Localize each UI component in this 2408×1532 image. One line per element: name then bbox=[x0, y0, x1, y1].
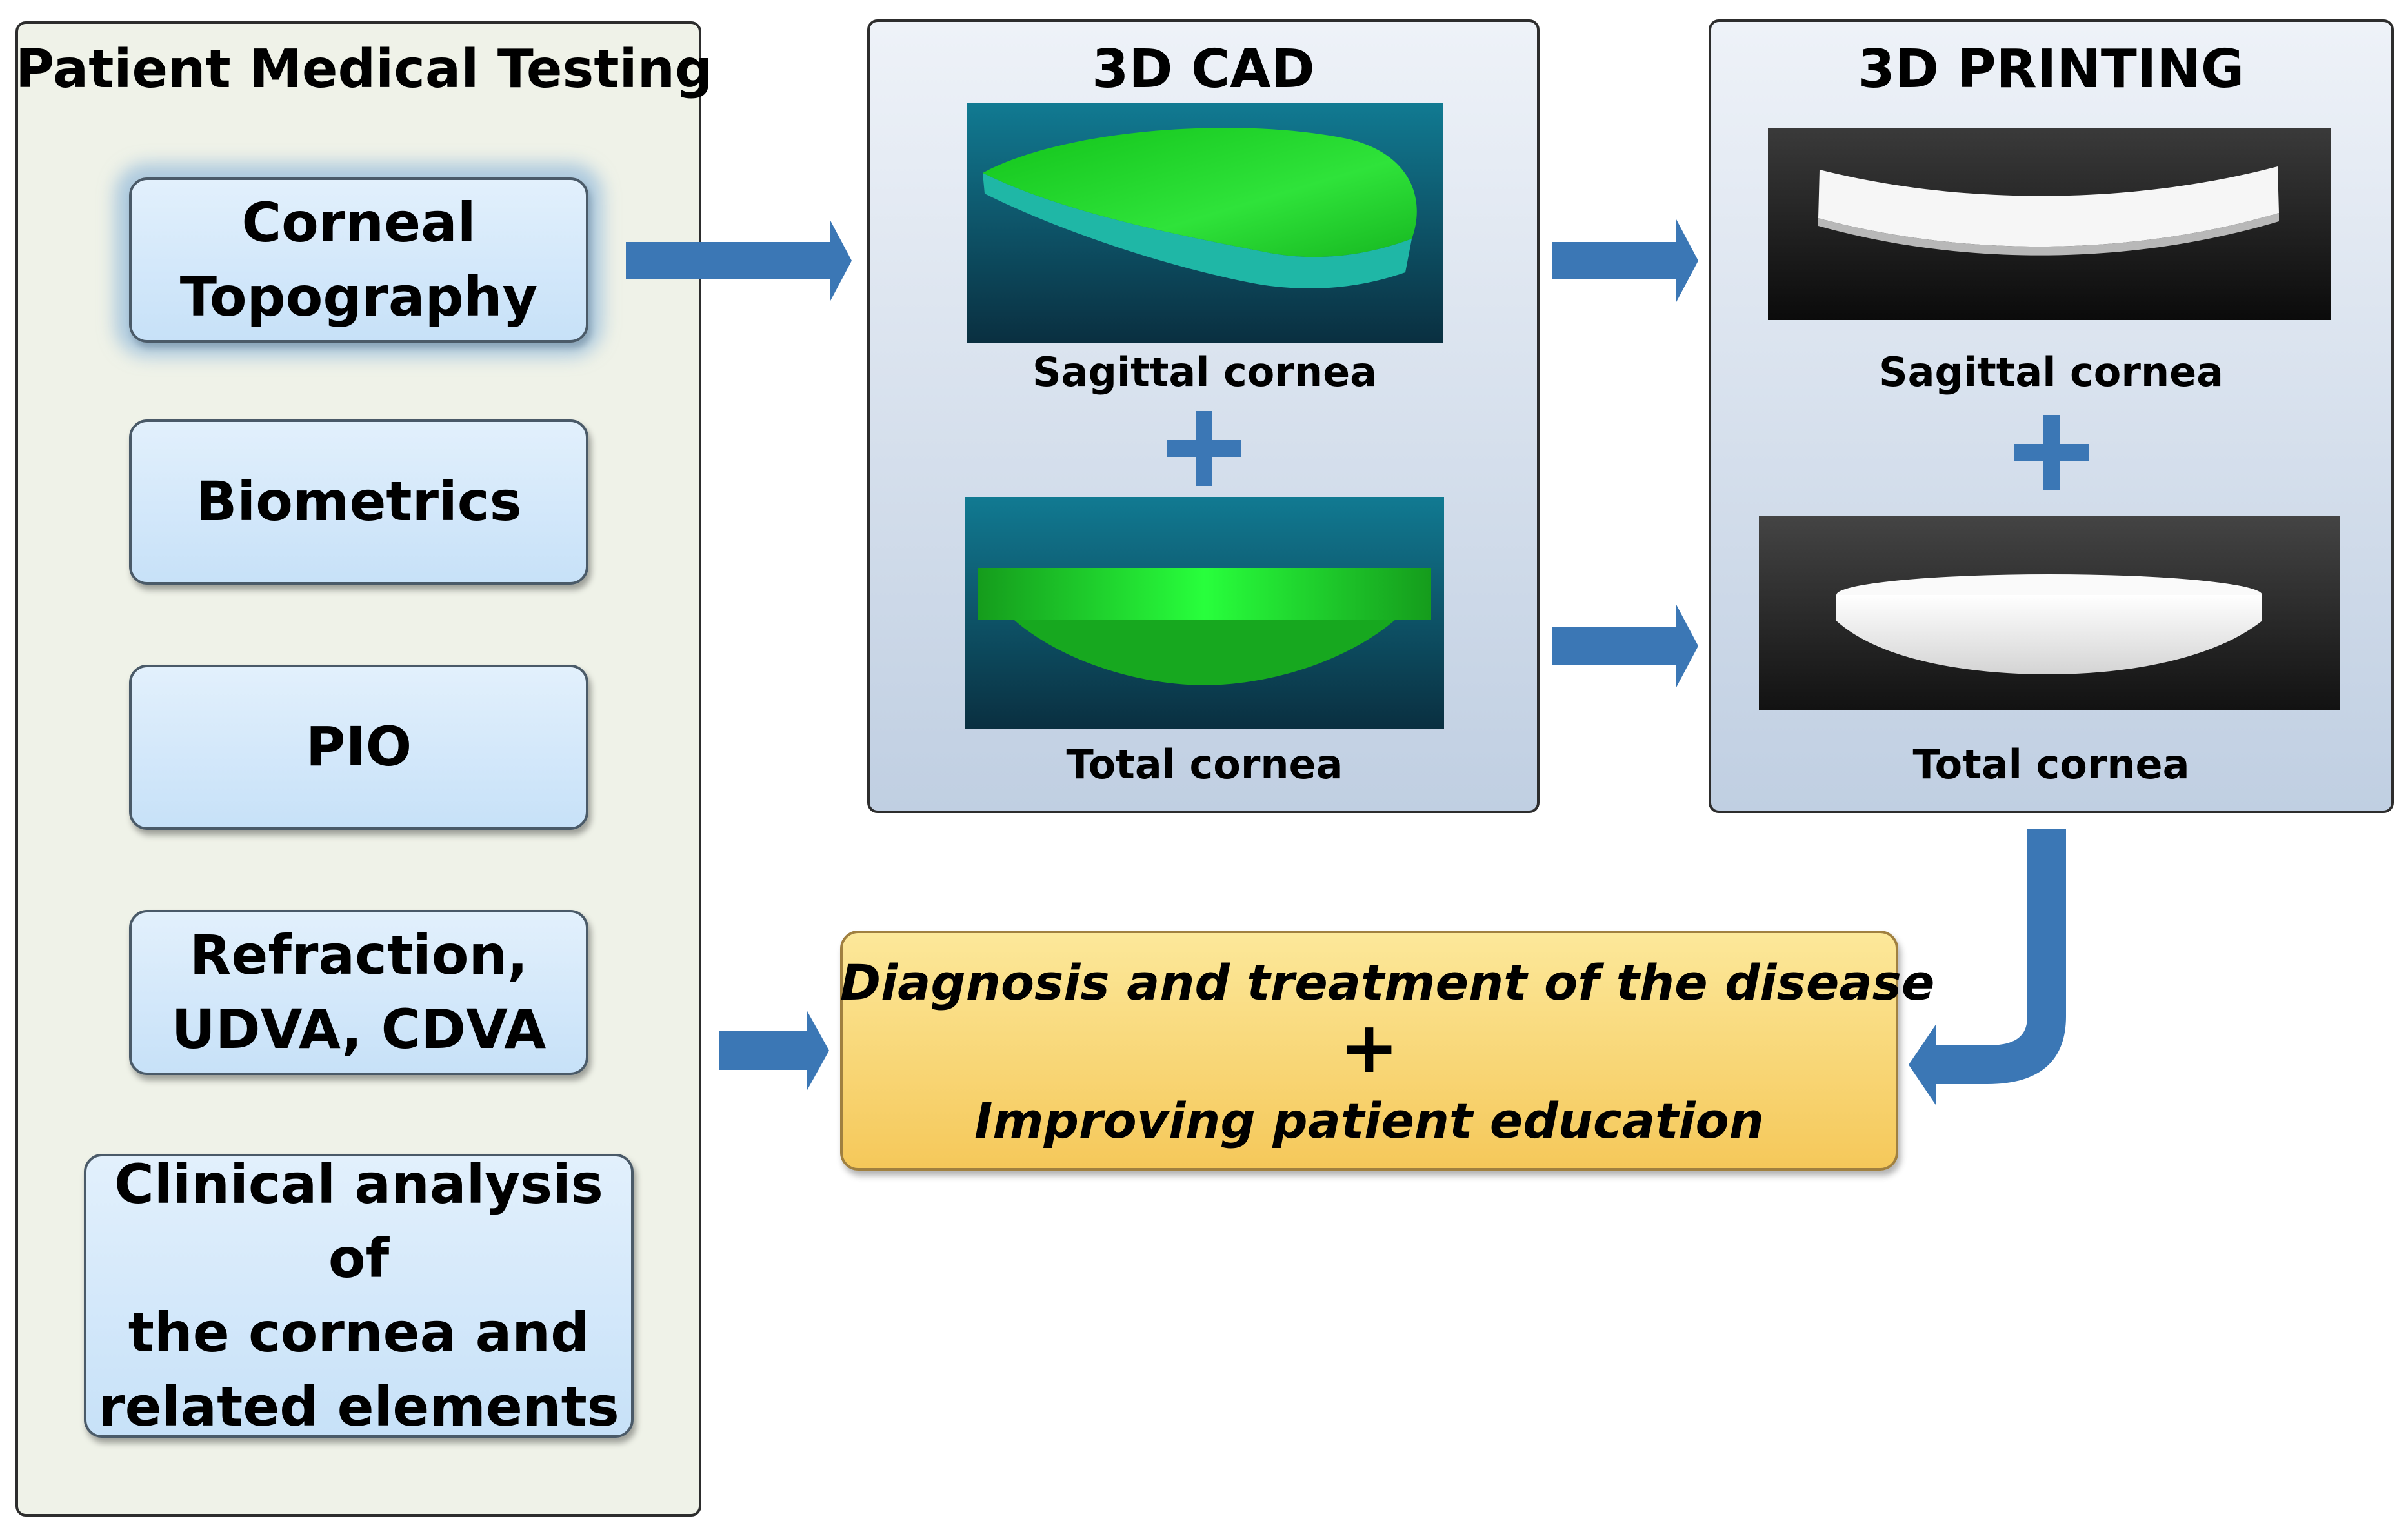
cad-sagittal-model-image bbox=[967, 103, 1443, 343]
arrow-cad-to-print-sagittal bbox=[1552, 219, 1698, 302]
cad-caption-total: Total cornea bbox=[1066, 741, 1343, 788]
test-label: Corneal bbox=[241, 190, 476, 254]
test-label: Topography bbox=[179, 265, 538, 328]
printing-caption-total: Total cornea bbox=[1912, 741, 2190, 788]
test-label: UDVA, CDVA bbox=[171, 998, 547, 1061]
test-label: related elements bbox=[98, 1375, 619, 1439]
biometrics-box: Biometrics bbox=[129, 419, 588, 585]
test-label: Clinical analysis of bbox=[114, 1152, 603, 1290]
test-label: PIO bbox=[305, 715, 412, 779]
clinical-analysis-box: Clinical analysis of the cornea and relate… bbox=[84, 1153, 634, 1438]
refraction-box: Refraction, UDVA, CDVA bbox=[129, 910, 588, 1075]
printing-title: 3D PRINTING bbox=[1858, 39, 2245, 100]
result-education-text: Improving patient education bbox=[974, 1092, 1764, 1149]
cad-caption-sagittal: Sagittal cornea bbox=[1032, 348, 1378, 396]
patient-testing-title: Patient Medical Testing bbox=[15, 39, 713, 100]
printed-total-photo bbox=[1759, 516, 2340, 710]
result-box bbox=[840, 931, 1898, 1171]
test-label: Biometrics bbox=[196, 470, 522, 534]
pio-box: PIO bbox=[129, 665, 588, 830]
result-diagnosis-text: Diagnosis and treatment of the disease bbox=[840, 954, 1935, 1011]
result-plus-icon: + bbox=[1339, 1006, 1400, 1089]
test-label: the cornea and bbox=[128, 1301, 590, 1364]
printing-caption-sagittal: Sagittal cornea bbox=[1878, 348, 2224, 396]
test-label: Refraction, bbox=[189, 923, 528, 987]
cad-total-model-image bbox=[965, 497, 1444, 729]
cad-plus-icon-vertical bbox=[1196, 411, 1212, 486]
arrow-cad-to-print-total bbox=[1552, 605, 1698, 687]
printing-plus-icon-vertical bbox=[2043, 415, 2060, 490]
printed-sagittal-photo bbox=[1768, 128, 2331, 320]
cad-title: 3D CAD bbox=[1092, 39, 1315, 100]
arrow-testing-to-result bbox=[719, 1010, 829, 1091]
